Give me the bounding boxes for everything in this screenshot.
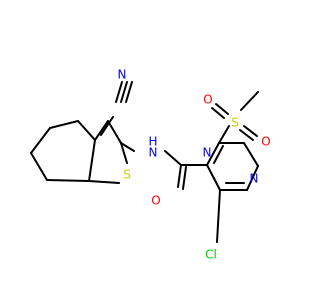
thiophene-bond-b bbox=[107, 120, 122, 144]
pyrimidine-double-bond-accent-1 bbox=[213, 145, 224, 164]
amide-bond-1 bbox=[164, 150, 182, 166]
methyl-bond bbox=[240, 91, 259, 111]
sulfonyl-to-oxygen-top-a bbox=[215, 103, 229, 115]
ring-bond-3 bbox=[30, 127, 51, 154]
thiophene-double-bond-accent bbox=[100, 116, 114, 136]
bond-layer bbox=[30, 81, 259, 243]
sulfonyl-oxygen-top-label: O bbox=[203, 93, 212, 107]
carbonyl-bond-b bbox=[182, 166, 187, 190]
chemical-structure-diagram: N H N S O N N S O O Cl bbox=[30, 68, 271, 262]
ring-bond-1 bbox=[77, 120, 96, 141]
atom-label-layer: N H N S O N N S O O Cl bbox=[118, 68, 271, 262]
sulfonyl-sulfur-label: S bbox=[231, 116, 239, 130]
carbonyl-bond-a bbox=[177, 164, 182, 188]
sulfonyl-oxygen-right-label: O bbox=[261, 135, 270, 149]
pyrimidine-nitrogen-1-label: N bbox=[203, 146, 212, 160]
nitrile-bond-middle bbox=[120, 81, 128, 103]
thiophene-sulfur-label: S bbox=[123, 168, 131, 182]
thiophene-bond-d bbox=[88, 180, 120, 184]
nitrile-nitrogen-label: N bbox=[118, 68, 127, 82]
thiophene-bond-e bbox=[88, 139, 96, 182]
pyrimidine-bond-4 bbox=[246, 165, 259, 191]
thiophene-bond-a bbox=[94, 120, 109, 141]
ring-bond-5 bbox=[46, 179, 90, 182]
ring-bond-2 bbox=[49, 120, 79, 129]
amide-oxygen-label: O bbox=[151, 194, 160, 208]
sulfonyl-to-oxygen-right-b bbox=[239, 129, 254, 141]
chloro-bond bbox=[216, 189, 221, 243]
sulfonyl-bond-to-ring bbox=[218, 125, 230, 144]
amide-nitrogen-label: N bbox=[149, 146, 158, 160]
sulfonyl-to-oxygen-right-a bbox=[243, 125, 258, 137]
pyrimidine-bond-1 bbox=[206, 142, 220, 166]
pyrimidine-nitrogen-3-label: N bbox=[250, 172, 259, 186]
pyrimidine-bond-3 bbox=[243, 142, 259, 167]
pyrimidine-bond-6 bbox=[206, 164, 221, 191]
amide-n-attachment-bond bbox=[120, 142, 135, 152]
thiophene-bond-c bbox=[120, 142, 128, 164]
nitrile-bond-left bbox=[115, 81, 123, 103]
amide-h-label: H bbox=[148, 135, 157, 149]
nitrile-bond-right bbox=[125, 81, 133, 103]
sulfonyl-to-oxygen-top-b bbox=[211, 107, 225, 119]
ring-bond-4 bbox=[30, 152, 48, 181]
chlorine-label: Cl bbox=[205, 248, 217, 262]
